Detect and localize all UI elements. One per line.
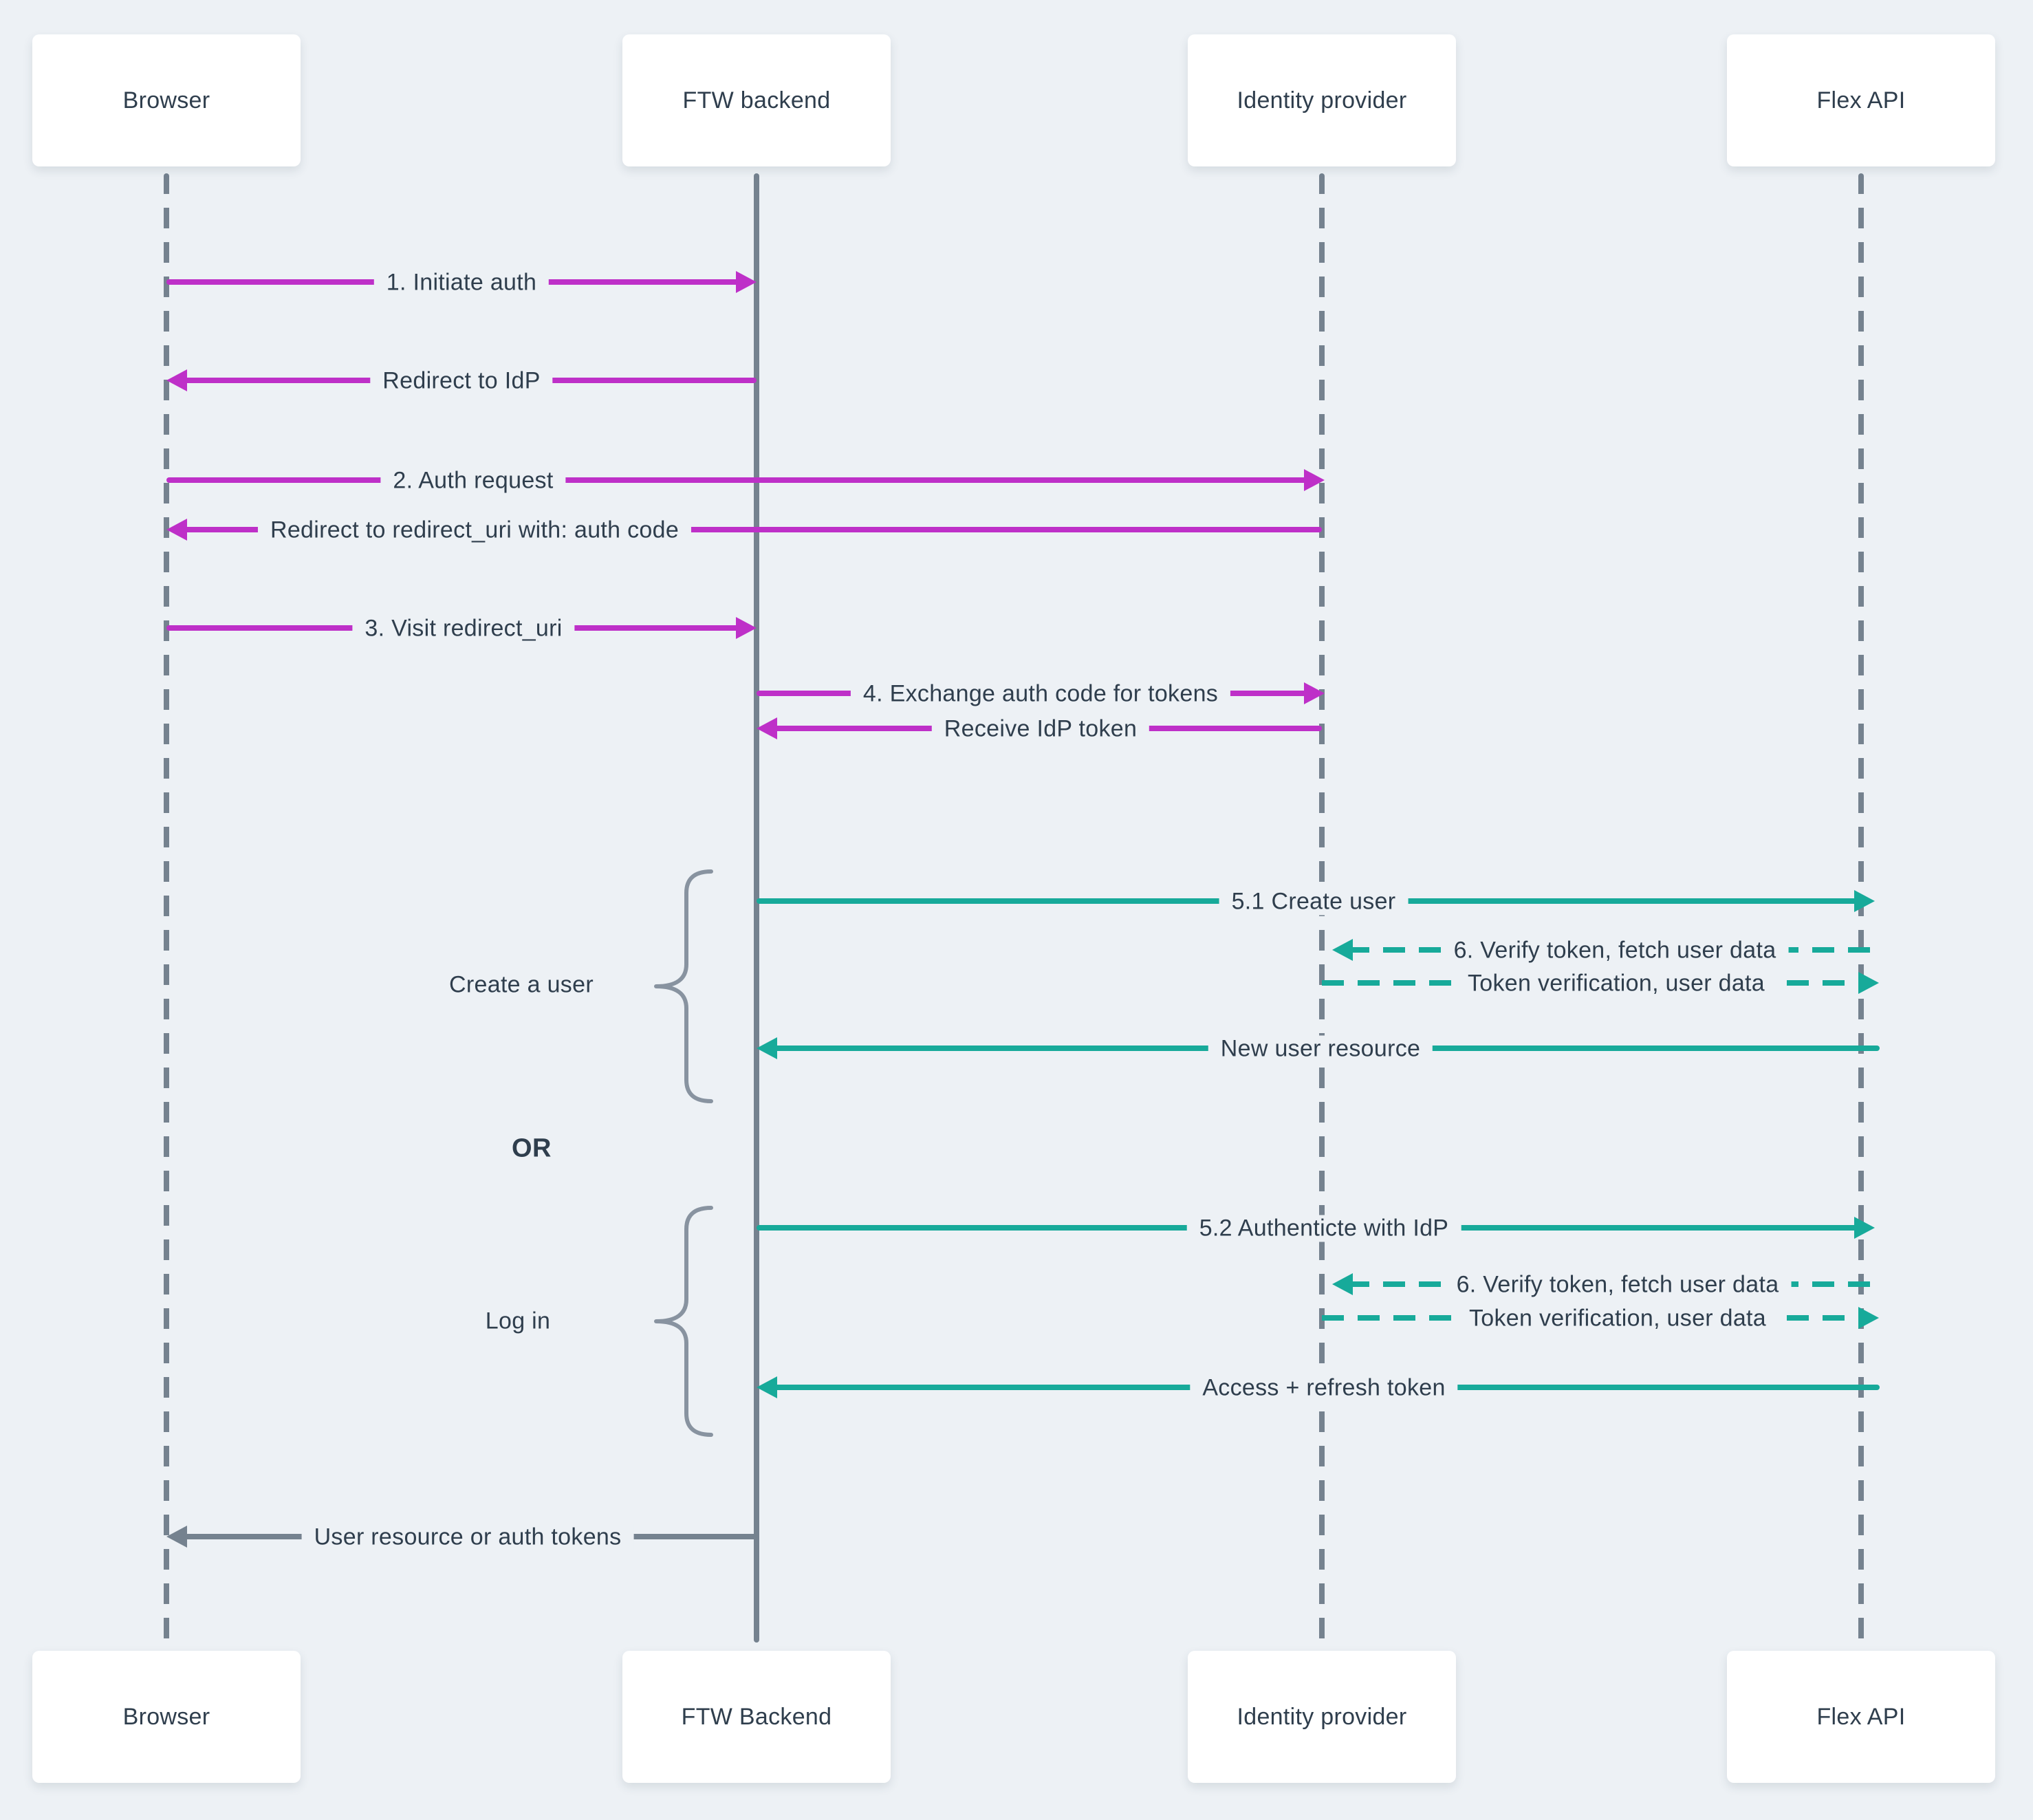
arrowhead-right-icon [1304, 682, 1325, 704]
arrowhead-right-icon [1854, 890, 1875, 912]
message-label-redirect-to-redirect-uri-with-auth-code: Redirect to redirect_uri with: auth code [257, 517, 692, 544]
message-label-access-refresh-token: Access + refresh token [1190, 1374, 1458, 1402]
actor-label: Identity provider [1237, 1703, 1407, 1730]
message-label-6-verify-token-fetch-user-data: 6. Verify token, fetch user data [1444, 1271, 1792, 1299]
lifeline-ftw-backend [754, 173, 759, 1643]
arrowhead-left-icon [757, 1376, 777, 1398]
message-label-1-initiate-auth: 1. Initiate auth [373, 269, 550, 296]
actor-box-ftw-backend-bottom: FTW Backend [622, 1651, 891, 1783]
message-label-user-resource-or-auth-tokens: User resource or auth tokens [301, 1524, 634, 1551]
actor-label: Browser [122, 87, 210, 113]
actor-box-flex-api-bottom: Flex API [1727, 1651, 1995, 1783]
arrowhead-right-icon [1858, 1307, 1879, 1329]
arrowhead-right-icon [736, 271, 757, 293]
arrowhead-right-icon [1858, 972, 1879, 994]
message-label-redirect-to-idp: Redirect to IdP [370, 367, 553, 395]
message-label-token-verification-user-data: Token verification, user data [1456, 1305, 1779, 1332]
arrowhead-left-icon [757, 1037, 777, 1059]
arrowhead-right-icon [1304, 469, 1325, 491]
message-label-receive-idp-token: Receive IdP token [931, 715, 1150, 743]
message-label-5-2-authenticte-with-idp: 5.2 Authenticte with IdP [1186, 1215, 1461, 1242]
actor-box-identity-provider-top: Identity provider [1188, 34, 1456, 166]
actor-label: Flex API [1816, 1703, 1906, 1730]
message-label-token-verification-user-data: Token verification, user data [1455, 970, 1778, 997]
actor-box-browser-bottom: Browser [32, 1651, 301, 1783]
message-label-6-verify-token-fetch-user-data: 6. Verify token, fetch user data [1441, 937, 1789, 964]
or-label: OR [512, 1134, 552, 1163]
group-label-log-in: Log in [485, 1308, 551, 1334]
actor-label: Identity provider [1237, 87, 1407, 113]
actor-label: Browser [122, 1703, 210, 1730]
message-label-new-user-resource: New user resource [1208, 1035, 1433, 1063]
message-line-2-auth-request [166, 477, 1309, 483]
arrowhead-left-icon [166, 519, 187, 541]
message-label-5-1-create-user: 5.1 Create user [1219, 888, 1409, 916]
actor-box-identity-provider-bottom: Identity provider [1188, 1651, 1456, 1783]
actor-label: Flex API [1816, 87, 1906, 113]
actor-box-browser-top: Browser [32, 34, 301, 166]
message-label-4-exchange-auth-code-for-tokens: 4. Exchange auth code for tokens [850, 680, 1231, 708]
lifeline-browser [164, 173, 169, 1643]
curly-brace-create-a-user [654, 869, 713, 1103]
actor-label: FTW backend [682, 87, 831, 113]
arrowhead-right-icon [1854, 1217, 1875, 1239]
arrowhead-left-icon [166, 369, 187, 391]
arrowhead-right-icon [736, 617, 757, 639]
message-label-2-auth-request: 2. Auth request [380, 467, 566, 495]
arrowhead-left-icon [166, 1526, 187, 1548]
arrowhead-left-icon [1332, 1273, 1353, 1295]
message-line-redirect-to-redirect-uri-with-auth-code [182, 527, 1322, 532]
arrowhead-left-icon [757, 717, 777, 739]
actor-box-flex-api-top: Flex API [1727, 34, 1995, 166]
actor-label: FTW Backend [681, 1703, 832, 1730]
actor-box-ftw-backend-top: FTW backend [622, 34, 891, 166]
arrowhead-left-icon [1332, 939, 1353, 961]
message-label-3-visit-redirect-uri: 3. Visit redirect_uri [352, 615, 575, 642]
curly-brace-log-in [654, 1206, 713, 1437]
group-label-create-a-user: Create a user [449, 971, 594, 998]
